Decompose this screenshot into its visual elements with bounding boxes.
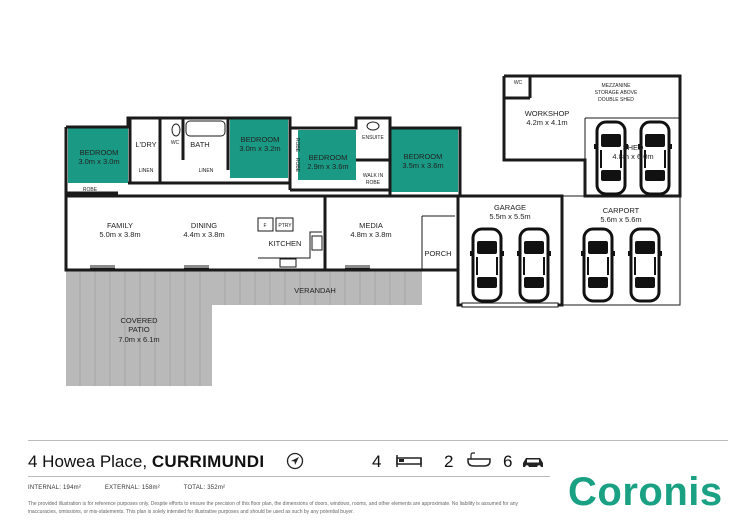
garage-car-2 xyxy=(515,227,553,303)
coronis-logo: Coronis xyxy=(568,470,723,514)
kitchen-bench xyxy=(258,231,322,259)
footer-divider-top xyxy=(28,440,728,441)
bedroom-4-label: BEDROOM xyxy=(404,152,443,161)
pantry-label: PTRY xyxy=(278,223,292,229)
media-dims: 4.8m x 3.8m xyxy=(350,230,391,239)
bed-icon xyxy=(396,455,422,467)
area-total: TOTAL: 352m² xyxy=(183,485,226,491)
linen-1-label: LINEN xyxy=(139,168,154,174)
garage-door xyxy=(461,302,559,308)
patio-label: COVERED xyxy=(120,316,158,325)
wc-1-label: WC xyxy=(171,140,180,146)
disclaimer-text: The provided illustration is for referen… xyxy=(28,501,519,515)
dining-dims: 4.4m x 3.8m xyxy=(183,230,224,239)
beds-count: 4 xyxy=(372,452,382,471)
area-external: EXTERNAL: 158m² xyxy=(104,485,160,491)
floor-plan: BEDROOM 3.0m x 3.0m ROBE L'DRY LINEN WC … xyxy=(64,74,682,386)
cooktop xyxy=(311,235,323,251)
mezz-line-1: MEZZANINE xyxy=(602,83,632,89)
bedroom-3-dims: 2.9m x 3.6m xyxy=(307,162,348,171)
ensuite-label: ENSUITE xyxy=(362,135,384,141)
cars-count: 6 xyxy=(503,452,513,471)
bedroom-4-dims: 3.5m x 3.6m xyxy=(402,161,443,170)
bedroom-2-dims: 3.0m x 3.2m xyxy=(239,144,280,153)
kitchen-sink xyxy=(279,258,297,268)
bathtub xyxy=(185,120,226,137)
workshop-label: WORKSHOP xyxy=(525,109,570,118)
carport-car-1 xyxy=(579,227,617,303)
shed-outline xyxy=(502,74,682,198)
shed-label: SHED xyxy=(623,143,644,152)
carport-car-2 xyxy=(626,227,664,303)
laundry-label: L'DRY xyxy=(135,140,156,149)
bedroom-4-fill xyxy=(390,128,458,192)
patio-label-2: PATIO xyxy=(128,325,150,334)
mezz-line-2: STORAGE ABOVE xyxy=(595,90,638,96)
fridge-label: F xyxy=(263,223,266,229)
family-label: FAMILY xyxy=(107,221,133,230)
windows xyxy=(90,265,370,269)
footer-divider xyxy=(28,476,550,477)
car-icon xyxy=(523,458,543,469)
compass-icon xyxy=(286,452,304,470)
walkin-label-2: ROBE xyxy=(366,180,381,186)
toilet-1 xyxy=(171,123,181,137)
bedroom-1-dims: 3.0m x 3.0m xyxy=(78,157,119,166)
bedroom-1-fill xyxy=(68,127,128,183)
address-street: 4 Howea Place, xyxy=(28,452,148,471)
patio-floor xyxy=(66,270,422,386)
robe-1-label: ROBE xyxy=(83,187,98,193)
workshop-dims: 4.2m x 4.1m xyxy=(526,118,567,127)
mezz-line-3: DOUBLE SHED xyxy=(598,97,634,103)
carport-label: CARPORT xyxy=(603,206,640,215)
fridge-box xyxy=(257,217,274,232)
garage-car-1 xyxy=(468,227,506,303)
wc-2-label: WC xyxy=(514,80,523,86)
family-dims: 5.0m x 3.8m xyxy=(99,230,140,239)
verandah-label: VERANDAH xyxy=(294,286,336,295)
property-address: 4 Howea Place, CURRIMUNDI xyxy=(28,452,264,472)
bath-icon xyxy=(467,452,491,467)
bedroom-2-label: BEDROOM xyxy=(241,135,280,144)
robe-3-label: ROBE xyxy=(294,158,300,173)
shed-dims: 4.8m x 6.0m xyxy=(612,152,653,161)
bedroom-1-label: BEDROOM xyxy=(80,148,119,157)
pantry-box xyxy=(275,217,294,232)
porch-label: PORCH xyxy=(424,249,451,258)
bedroom-2-fill xyxy=(230,118,288,178)
address-suburb: CURRIMUNDI xyxy=(151,452,265,471)
kitchen-label: KITCHEN xyxy=(269,239,302,248)
garage-label: GARAGE xyxy=(494,203,526,212)
linen-2-label: LINEN xyxy=(199,168,214,174)
walkin-label: WALK IN xyxy=(363,173,384,179)
robe-2-label: ROBE xyxy=(294,138,300,153)
dining-label: DINING xyxy=(191,221,217,230)
bedroom-3-fill xyxy=(298,130,356,180)
bath-label: BATH xyxy=(190,140,209,149)
patio-hatch xyxy=(79,270,406,386)
bedroom-3-label: BEDROOM xyxy=(309,153,348,162)
garage-dims: 5.5m x 5.5m xyxy=(489,212,530,221)
patio-dims: 7.0m x 6.1m xyxy=(118,335,159,344)
area-summary: INTERNAL: 194m² EXTERNAL: 158m² TOTAL: 3… xyxy=(28,485,247,491)
carport-dims: 5.6m x 5.6m xyxy=(600,215,641,224)
baths-count: 2 xyxy=(444,452,454,471)
media-label: MEDIA xyxy=(359,221,383,230)
area-internal: INTERNAL: 194m² xyxy=(28,485,82,491)
ensuite-basin xyxy=(366,121,380,131)
